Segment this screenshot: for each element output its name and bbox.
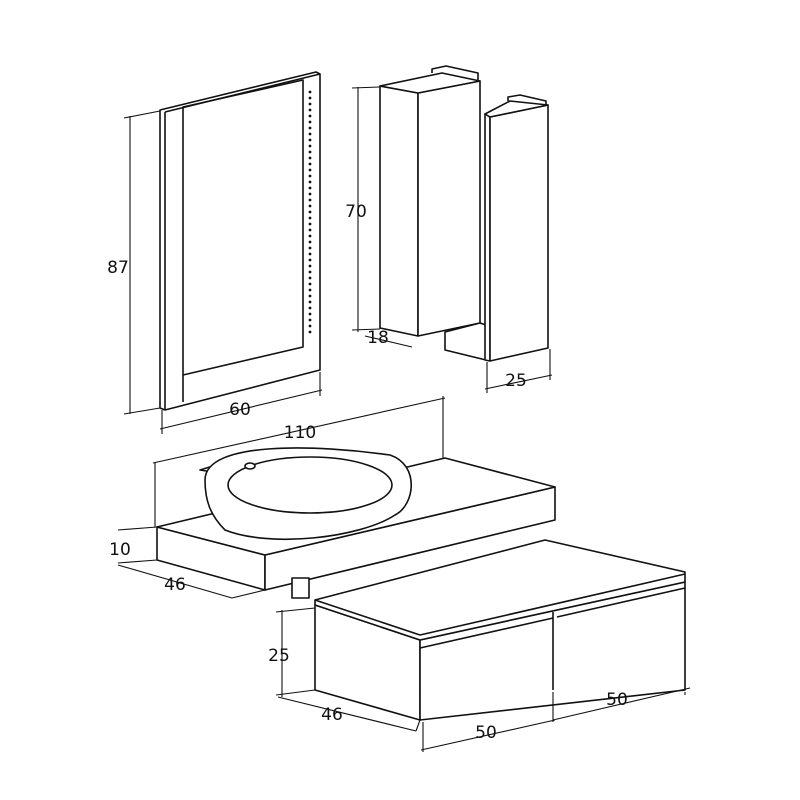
tall-unit xyxy=(379,65,487,361)
led-dot xyxy=(308,234,312,238)
led-dot xyxy=(308,306,312,310)
led-dot xyxy=(308,222,312,226)
mirror xyxy=(159,71,321,411)
dim-top-depth xyxy=(117,564,266,599)
led-dot xyxy=(308,228,312,232)
led-dot xyxy=(308,258,312,262)
led-dot xyxy=(308,294,312,298)
led-dot xyxy=(308,318,312,322)
label-top-thickness: 10 xyxy=(109,540,131,560)
label-tall-height: 70 xyxy=(345,202,367,222)
led-dot xyxy=(308,210,312,214)
dim-top-thickness xyxy=(117,526,158,564)
dim-tall-height xyxy=(351,86,381,332)
led-dot xyxy=(308,198,312,202)
dim-base-height xyxy=(275,607,316,697)
led-dot xyxy=(308,156,312,160)
led-dot xyxy=(308,246,312,250)
led-dot xyxy=(308,324,312,328)
sink xyxy=(199,447,413,541)
dim-drawer-widths xyxy=(420,687,691,752)
led-dot xyxy=(308,186,312,190)
led-dot xyxy=(308,114,312,118)
led-dot xyxy=(308,120,312,124)
led-dot xyxy=(308,144,312,148)
base-cabinet xyxy=(314,539,686,721)
led-dot xyxy=(308,330,312,334)
dim-mirror-height xyxy=(123,110,161,415)
led-dot xyxy=(308,216,312,220)
label-base-depth: 46 xyxy=(321,705,343,725)
led-dot xyxy=(308,300,312,304)
led-dot xyxy=(308,312,312,316)
led-dot xyxy=(308,162,312,166)
dim-wall-width xyxy=(484,349,553,393)
label-top-depth: 46 xyxy=(164,575,186,595)
dim-tall-depth xyxy=(364,335,413,348)
led-dot xyxy=(308,270,312,274)
led-dot xyxy=(308,96,312,100)
wall-unit xyxy=(484,94,549,362)
led-dot xyxy=(308,150,312,154)
dim-top-width xyxy=(152,396,446,527)
led-dot xyxy=(308,132,312,136)
drain-pipe xyxy=(291,577,310,599)
led-dot xyxy=(308,264,312,268)
label-drawer-left-width: 50 xyxy=(475,723,497,743)
led-dot xyxy=(308,180,312,184)
led-dot xyxy=(308,168,312,172)
led-dot xyxy=(308,90,312,94)
label-tall-depth: 18 xyxy=(367,328,389,348)
led-dot xyxy=(308,252,312,256)
led-dot xyxy=(308,288,312,292)
mirror-led-dots xyxy=(308,90,312,334)
led-dot xyxy=(308,102,312,106)
led-dot xyxy=(308,204,312,208)
led-dot xyxy=(308,138,312,142)
label-mirror-width: 60 xyxy=(229,400,251,420)
dim-base-depth xyxy=(277,696,421,732)
led-dot xyxy=(308,282,312,286)
led-dot xyxy=(308,108,312,112)
label-mirror-height: 87 xyxy=(107,258,129,278)
label-base-height: 25 xyxy=(268,646,290,666)
led-dot xyxy=(308,126,312,130)
led-dot xyxy=(308,192,312,196)
led-dot xyxy=(308,240,312,244)
label-drawer-right-width: 50 xyxy=(606,690,628,710)
led-dot xyxy=(308,174,312,178)
label-wall-width: 25 xyxy=(505,371,527,391)
tap-hole-icon xyxy=(244,462,256,470)
label-top-width: 110 xyxy=(283,423,317,443)
dim-mirror-width xyxy=(159,372,323,434)
led-dot xyxy=(308,276,312,280)
